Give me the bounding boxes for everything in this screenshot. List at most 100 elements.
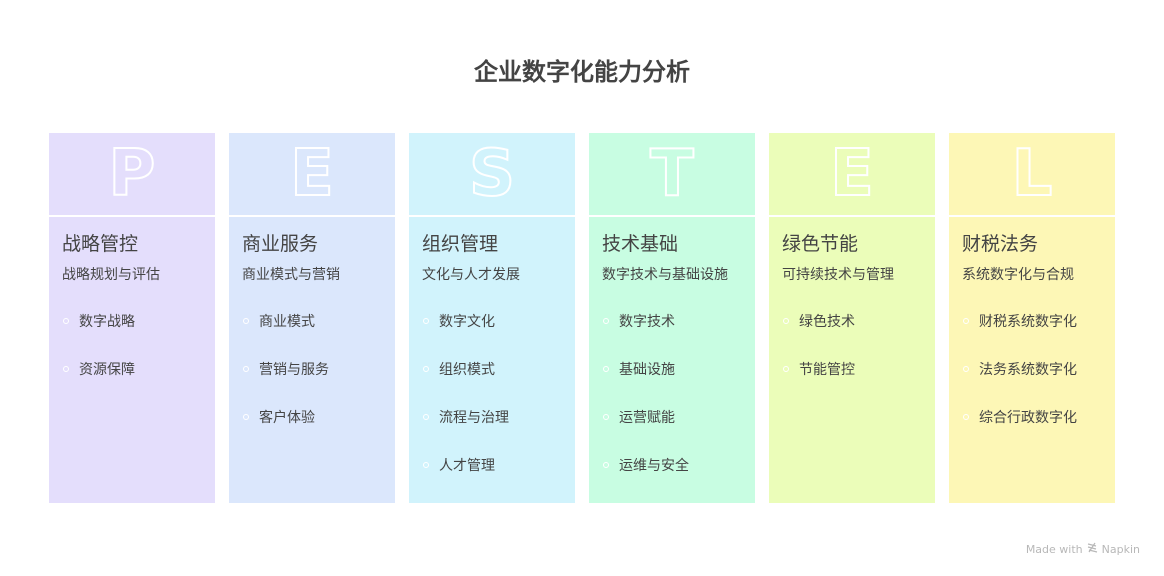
column-heading: 组织管理 [422, 233, 499, 255]
list-item-label: 节能管控 [799, 362, 855, 378]
letter-glyph: E [289, 137, 335, 211]
letter-glyph: S [468, 137, 516, 211]
page-title: 企业数字化能力分析 [474, 58, 690, 86]
item-list: 数字技术基础设施运营赋能运维与安全 [602, 311, 742, 475]
column-heading: 商业服务 [242, 233, 319, 255]
list-item-label: 综合行政数字化 [979, 410, 1077, 426]
list-item: 客户体验 [242, 407, 382, 427]
bullet-circle-icon [603, 462, 609, 468]
list-item: 流程与治理 [422, 407, 562, 427]
letter-glyph: L [1011, 137, 1054, 211]
letter-glyph: P [108, 137, 157, 211]
list-item-label: 人才管理 [439, 458, 495, 474]
made-with-label: Made with [1025, 542, 1083, 556]
list-item-label: 财税系统数字化 [979, 314, 1077, 330]
list-item-label: 运维与安全 [619, 458, 689, 474]
list-item: 运营赋能 [602, 407, 742, 427]
list-item-label: 营销与服务 [259, 362, 329, 378]
letter-glyph: E [829, 137, 875, 211]
list-item-label: 数字技术 [619, 314, 675, 330]
list-item: 数字技术 [602, 311, 742, 331]
bullet-circle-icon [63, 366, 69, 372]
bullet-circle-icon [243, 318, 249, 324]
list-item: 绿色技术 [782, 311, 922, 331]
list-item: 综合行政数字化 [962, 407, 1102, 427]
letter-header: S [409, 133, 575, 217]
list-item: 组织模式 [422, 359, 562, 379]
list-item: 营销与服务 [242, 359, 382, 379]
bullet-circle-icon [243, 414, 249, 420]
list-item: 数字文化 [422, 311, 562, 331]
list-item-label: 数字文化 [439, 314, 495, 330]
bullet-circle-icon [603, 414, 609, 420]
bullet-circle-icon [963, 414, 969, 420]
list-item: 财税系统数字化 [962, 311, 1102, 331]
bullet-circle-icon [243, 366, 249, 372]
bullet-circle-icon [783, 366, 789, 372]
bullet-circle-icon [603, 318, 609, 324]
item-list: 绿色技术节能管控 [782, 311, 922, 379]
column-body: 绿色节能可持续技术与管理绿色技术节能管控 [769, 217, 935, 379]
letter-header: E [769, 133, 935, 217]
list-item-label: 流程与治理 [439, 410, 509, 426]
bullet-circle-icon [963, 318, 969, 324]
bullet-circle-icon [423, 366, 429, 372]
footer-watermark: Made with Napkin [1026, 542, 1140, 556]
item-list: 数字文化组织模式流程与治理人才管理 [422, 311, 562, 475]
list-item-label: 商业模式 [259, 314, 315, 330]
letter-glyph: T [649, 137, 695, 211]
column-heading: 财税法务 [962, 233, 1039, 255]
list-item: 资源保障 [62, 359, 202, 379]
list-item-label: 运营赋能 [619, 410, 675, 426]
list-item: 商业模式 [242, 311, 382, 331]
bullet-circle-icon [423, 462, 429, 468]
list-item-label: 组织模式 [439, 362, 495, 378]
bullet-circle-icon [423, 414, 429, 420]
list-item: 法务系统数字化 [962, 359, 1102, 379]
list-item: 节能管控 [782, 359, 922, 379]
item-list: 数字战略资源保障 [62, 311, 202, 379]
column-body: 战略管控战略规划与评估数字战略资源保障 [49, 217, 215, 379]
column-subheading: 系统数字化与合规 [962, 267, 1074, 283]
column-heading: 战略管控 [62, 233, 139, 255]
column-body: 商业服务商业模式与营销商业模式营销与服务客户体验 [229, 217, 395, 427]
list-item-label: 数字战略 [79, 314, 135, 330]
column-body: 组织管理文化与人才发展数字文化组织模式流程与治理人才管理 [409, 217, 575, 475]
list-item-label: 资源保障 [79, 362, 135, 378]
letter-header: E [229, 133, 395, 217]
bullet-circle-icon [783, 318, 789, 324]
list-item: 人才管理 [422, 455, 562, 475]
list-item-label: 绿色技术 [799, 314, 855, 330]
list-item: 基础设施 [602, 359, 742, 379]
napkin-brand-label: Napkin [1101, 542, 1140, 556]
list-item-label: 基础设施 [619, 362, 675, 378]
column-subheading: 可持续技术与管理 [782, 267, 894, 283]
letter-header: T [589, 133, 755, 217]
column-subheading: 战略规划与评估 [62, 267, 160, 283]
column-heading: 技术基础 [602, 233, 679, 255]
bullet-circle-icon [63, 318, 69, 324]
column-subheading: 商业模式与营销 [242, 267, 340, 283]
list-item-label: 客户体验 [259, 410, 315, 426]
column-body: 财税法务系统数字化与合规财税系统数字化法务系统数字化综合行政数字化 [949, 217, 1115, 427]
bullet-circle-icon [963, 366, 969, 372]
column-subheading: 文化与人才发展 [422, 267, 520, 283]
list-item-label: 法务系统数字化 [979, 362, 1077, 378]
bullet-circle-icon [423, 318, 429, 324]
column-body: 技术基础数字技术与基础设施数字技术基础设施运营赋能运维与安全 [589, 217, 755, 475]
column-heading: 绿色节能 [782, 233, 859, 255]
list-item: 运维与安全 [602, 455, 742, 475]
item-list: 财税系统数字化法务系统数字化综合行政数字化 [962, 311, 1102, 427]
item-list: 商业模式营销与服务客户体验 [242, 311, 382, 427]
napkin-logo-icon [1087, 542, 1098, 556]
letter-header: P [49, 133, 215, 217]
list-item: 数字战略 [62, 311, 202, 331]
letter-header: L [949, 133, 1115, 217]
bullet-circle-icon [603, 366, 609, 372]
